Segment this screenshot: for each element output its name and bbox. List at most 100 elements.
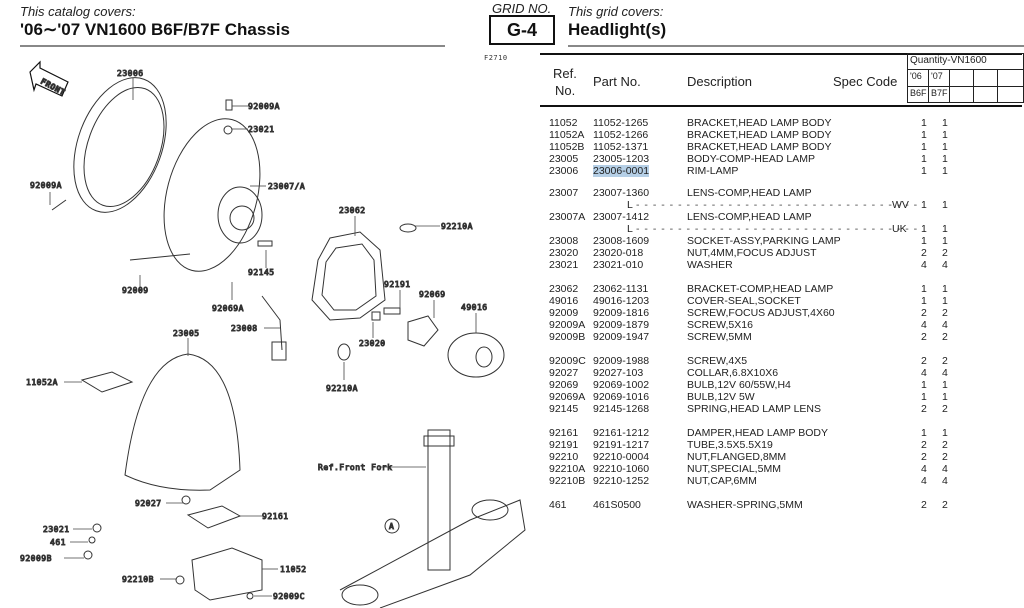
part-number[interactable]: 92069-1002 xyxy=(593,379,650,391)
part-number[interactable]: 92191-1217 xyxy=(593,439,650,451)
part-number[interactable]: 11052-1266 xyxy=(593,129,649,141)
description: BRACKET,HEAD LAMP BODY xyxy=(687,141,832,153)
description: NUT,CAP,6MM xyxy=(687,475,757,487)
front-arrow-icon: FRONT xyxy=(29,60,69,98)
callout-23021-2: 23021 xyxy=(43,525,70,534)
description: BRACKET,HEAD LAMP BODY xyxy=(687,129,832,141)
ref-number: 23007 xyxy=(549,187,579,199)
description: COVER-SEAL,SOCKET xyxy=(687,295,801,307)
part-number[interactable]: 461S0500 xyxy=(593,499,641,511)
part-number[interactable]: 23007-1360 xyxy=(593,187,650,199)
part-number[interactable]: 23006-0001 xyxy=(593,165,650,177)
model-b7f: B7F xyxy=(928,86,950,103)
qty-07: 1 xyxy=(942,165,948,177)
part-number[interactable]: 23007-1412 xyxy=(593,211,650,223)
part-number[interactable]: 23005-1203 xyxy=(593,153,650,165)
catalog-caption: This catalog covers: xyxy=(20,4,136,19)
description: BULB,12V 5W xyxy=(687,391,755,403)
part-number[interactable]: 92210-1252 xyxy=(593,475,650,487)
exploded-diagram: FRONT A xyxy=(20,60,526,608)
front-fork-stem xyxy=(427,429,451,571)
part-number[interactable]: 23062-1131 xyxy=(593,283,649,295)
qty-07: 1 xyxy=(942,153,948,165)
part-number[interactable]: 49016-1203 xyxy=(593,295,650,307)
spec-code: WV xyxy=(892,199,909,211)
part-number[interactable]: 23020-018 xyxy=(593,247,644,259)
ref-number: 92027 xyxy=(549,367,579,379)
part-number[interactable]: 92009-1988 xyxy=(593,355,650,367)
part-number[interactable]: 92069-1016 xyxy=(593,391,650,403)
callout-92027: 92027 xyxy=(135,499,162,508)
callout-92069a: 92069A xyxy=(212,304,244,313)
part-number[interactable]: 92161-1212 xyxy=(593,427,650,439)
header-part-no: Part No. xyxy=(593,74,641,89)
qty-06: 1 xyxy=(921,295,927,307)
empty-cell xyxy=(949,86,974,103)
empty-cell xyxy=(997,86,1024,103)
qty-06: 1 xyxy=(921,379,927,391)
header-spec-code: Spec Code xyxy=(833,74,898,89)
part-number[interactable]: 92009-1947 xyxy=(593,331,650,343)
part-number[interactable]: 11052-1265 xyxy=(593,117,649,129)
empty-cell xyxy=(973,69,998,87)
grid-number: G-4 xyxy=(489,15,555,45)
ref-number: 92210A xyxy=(549,463,586,475)
qty-07: 1 xyxy=(942,379,948,391)
model-b6f: B6F xyxy=(907,86,929,103)
qty-06: 4 xyxy=(921,367,927,379)
callout-23020: 23020 xyxy=(359,339,386,348)
qty-06: 1 xyxy=(921,235,927,247)
part-number[interactable]: 92210-0004 xyxy=(593,451,650,463)
part-number[interactable]: 92027-103 xyxy=(593,367,644,379)
callout-92009a-2: 92009A xyxy=(30,181,62,190)
callout-a-circle xyxy=(384,518,400,534)
part-number[interactable]: 23021-010 xyxy=(593,259,644,271)
callout-23007a: 23007/A xyxy=(268,182,305,191)
description: NUT,FLANGED,8MM xyxy=(687,451,787,463)
part-number[interactable]: 92009-1816 xyxy=(593,307,650,319)
qty-07: 2 xyxy=(942,451,948,463)
qty-06: 4 xyxy=(921,475,927,487)
part-number[interactable]: 92210-1060 xyxy=(593,463,650,475)
part-number[interactable]: 11052-1371 xyxy=(593,141,649,153)
part-number[interactable]: 92009-1879 xyxy=(593,319,650,331)
quantity-title: Quantity-VN1600 xyxy=(907,53,1024,70)
ref-number: 92145 xyxy=(549,403,579,415)
description: SCREW,5X16 xyxy=(687,319,753,331)
qty-06: 2 xyxy=(921,439,927,451)
qty-07: 1 xyxy=(942,117,948,129)
qty-07: 2 xyxy=(942,247,948,259)
description: DAMPER,HEAD LAMP BODY xyxy=(687,427,829,439)
part-number[interactable]: 92145-1268 xyxy=(593,403,650,415)
ref-number: 23006 xyxy=(549,165,579,177)
qty-06: 2 xyxy=(921,499,927,511)
part-number[interactable]: 23008-1609 xyxy=(593,235,650,247)
callout-92009a: 92009A xyxy=(248,102,280,111)
